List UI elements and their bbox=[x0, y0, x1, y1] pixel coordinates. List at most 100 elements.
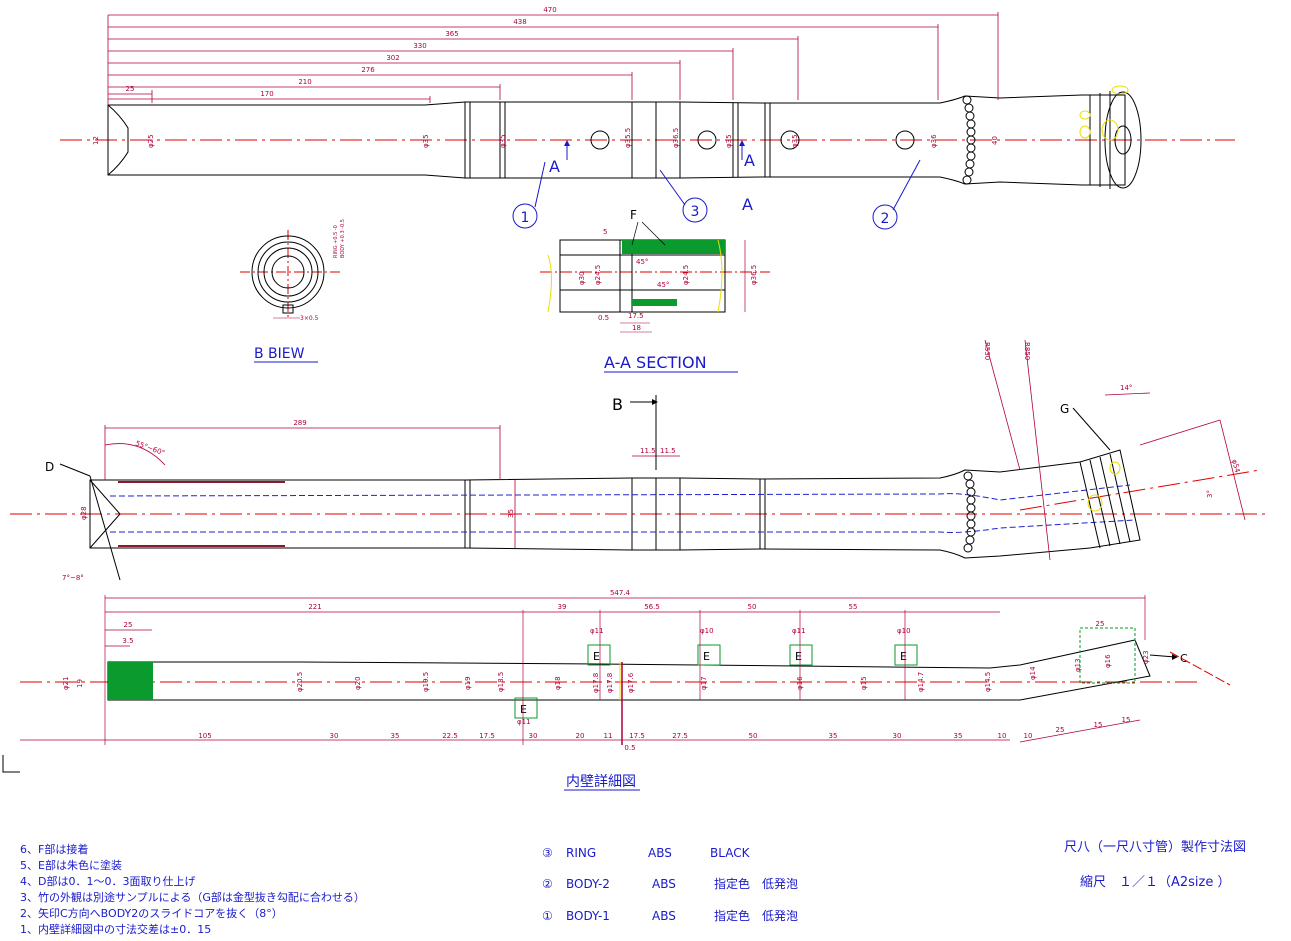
inner-wall-detail: E E E E E 221 39 56.5 bbox=[20, 589, 1231, 791]
top-body-outline bbox=[107, 94, 1126, 186]
svg-text:φ36: φ36 bbox=[930, 134, 938, 148]
svg-text:19: 19 bbox=[76, 679, 84, 688]
svg-text:φ36.5: φ36.5 bbox=[672, 128, 680, 148]
svg-text:φ35: φ35 bbox=[422, 134, 430, 148]
svg-text:35: 35 bbox=[391, 732, 400, 740]
svg-text:30: 30 bbox=[330, 732, 339, 740]
svg-text:φ20.5: φ20.5 bbox=[296, 672, 304, 692]
callout-body1: 1 bbox=[521, 210, 530, 226]
svg-text:BODY-1: BODY-1 bbox=[566, 909, 610, 923]
svg-text:φ17.6: φ17.6 bbox=[627, 672, 635, 693]
svg-text:φ11: φ11 bbox=[792, 627, 806, 635]
root-knots-top bbox=[962, 95, 976, 185]
section-markers-top: A A A bbox=[549, 140, 755, 214]
middle-body-outline bbox=[89, 449, 1141, 559]
svg-text:指定色 低発泡: 指定色 低発泡 bbox=[714, 908, 798, 923]
svg-text:φ11: φ11 bbox=[517, 718, 531, 726]
svg-text:φ25: φ25 bbox=[147, 134, 155, 148]
svg-text:12: 12 bbox=[92, 136, 100, 145]
svg-text:17.5: 17.5 bbox=[628, 312, 644, 320]
svg-text:11.5: 11.5 bbox=[660, 447, 676, 455]
label-g: G bbox=[1060, 402, 1069, 416]
svg-text:45°: 45° bbox=[657, 281, 669, 289]
svg-text:289: 289 bbox=[293, 419, 306, 427]
svg-text:15: 15 bbox=[1094, 721, 1103, 729]
svg-text:11.5: 11.5 bbox=[640, 447, 656, 455]
title-block: 尺八（一尺八寸管）製作寸法図 縮尺 １／１（A2size ） bbox=[1064, 840, 1246, 890]
top-view: 470 438 365 330 302 276 210 170 25 φ25 φ… bbox=[60, 6, 1235, 230]
svg-text:3×0.5: 3×0.5 bbox=[300, 315, 319, 322]
inner-wall-title: 内壁詳細図 bbox=[566, 774, 636, 790]
c-arrow-label: C bbox=[1180, 652, 1188, 665]
drawing-title: 尺八（一尺八寸管）製作寸法図 bbox=[1064, 840, 1246, 855]
svg-text:3.5: 3.5 bbox=[122, 637, 133, 645]
note-3: 3、竹の外観は別途サンプルによる（G部は金型抜き勾配に合わせる） bbox=[20, 890, 365, 904]
dim-170: 170 bbox=[260, 90, 273, 98]
bore-line-top bbox=[109, 484, 1131, 501]
dim-438: 438 bbox=[513, 18, 526, 26]
bell-end-top bbox=[1089, 91, 1142, 189]
svg-text:指定色 低発泡: 指定色 低発泡 bbox=[714, 876, 798, 891]
svg-text:φ18: φ18 bbox=[554, 676, 562, 690]
svg-text:35: 35 bbox=[954, 732, 963, 740]
glue-area-top bbox=[622, 240, 725, 254]
note-5: 5、E部は朱色に塗装 bbox=[20, 858, 122, 872]
svg-text:φ10: φ10 bbox=[700, 627, 714, 635]
svg-text:E: E bbox=[593, 650, 600, 663]
svg-text:BODY-2: BODY-2 bbox=[566, 877, 610, 891]
svg-text:39: 39 bbox=[558, 603, 567, 611]
svg-text:30: 30 bbox=[893, 732, 902, 740]
svg-text:20: 20 bbox=[576, 732, 585, 740]
svg-text:27.5: 27.5 bbox=[672, 732, 688, 740]
svg-text:30: 30 bbox=[529, 732, 538, 740]
bill-of-materials: ③ RING ABS BLACK ② BODY-2 ABS 指定色 低発泡 ① … bbox=[542, 846, 798, 923]
dim-365: 365 bbox=[445, 30, 458, 38]
callout-ring: 3 bbox=[691, 204, 700, 220]
svg-text:0.5: 0.5 bbox=[624, 744, 635, 752]
mouthpiece-notch bbox=[107, 104, 129, 176]
svg-text:A: A bbox=[744, 151, 755, 170]
svg-text:φ24.5: φ24.5 bbox=[682, 265, 690, 285]
svg-text:25: 25 bbox=[124, 621, 133, 629]
svg-text:φ30: φ30 bbox=[578, 271, 586, 285]
svg-text:φ28: φ28 bbox=[80, 506, 88, 520]
svg-text:25: 25 bbox=[1056, 726, 1065, 734]
note-4: 4、D部は0．1～0．3面取り仕上げ bbox=[20, 874, 195, 888]
svg-text:φ23: φ23 bbox=[1142, 650, 1150, 664]
svg-text:55: 55 bbox=[849, 603, 858, 611]
corner-mark bbox=[2, 755, 20, 773]
svg-text:φ10: φ10 bbox=[897, 627, 911, 635]
a-a-section: φ30 φ24.5 φ24.5 φ36.5 0.5 17.5 18 45° 45… bbox=[540, 208, 770, 373]
svg-text:E: E bbox=[900, 650, 907, 663]
svg-text:φ14.5: φ14.5 bbox=[984, 672, 992, 692]
label-d: D bbox=[45, 460, 54, 474]
dim-25: 25 bbox=[126, 85, 135, 93]
svg-text:A: A bbox=[742, 195, 753, 214]
svg-text:3°: 3° bbox=[1206, 490, 1214, 498]
svg-text:0.5: 0.5 bbox=[598, 314, 609, 322]
svg-text:R850: R850 bbox=[1023, 342, 1031, 360]
svg-text:ABS: ABS bbox=[652, 877, 676, 891]
paint-areas-e bbox=[514, 627, 1136, 719]
svg-text:7°~8°: 7°~8° bbox=[62, 574, 84, 582]
b-arrow-label: B bbox=[612, 395, 623, 414]
svg-text:φ20: φ20 bbox=[354, 676, 362, 690]
dim-210: 210 bbox=[298, 78, 311, 86]
svg-text:φ19.5: φ19.5 bbox=[422, 672, 430, 692]
svg-text:25: 25 bbox=[1096, 620, 1105, 628]
svg-text:105: 105 bbox=[198, 732, 211, 740]
svg-text:10: 10 bbox=[1024, 732, 1033, 740]
svg-text:15: 15 bbox=[1122, 716, 1131, 724]
svg-text:18: 18 bbox=[632, 324, 641, 332]
top-nodes bbox=[464, 102, 771, 178]
yellow-marks-top bbox=[1079, 85, 1129, 141]
svg-text:①: ① bbox=[542, 909, 553, 923]
svg-text:11: 11 bbox=[604, 732, 613, 740]
svg-text:φ35.5: φ35.5 bbox=[624, 128, 632, 148]
section-title: A-A SECTION bbox=[604, 353, 707, 372]
svg-text:φ21: φ21 bbox=[62, 676, 70, 690]
svg-text:φ14.7: φ14.7 bbox=[917, 672, 925, 692]
svg-text:BODY +0.3 -0.5: BODY +0.3 -0.5 bbox=[340, 219, 346, 258]
svg-text:φ17.8: φ17.8 bbox=[592, 673, 600, 693]
